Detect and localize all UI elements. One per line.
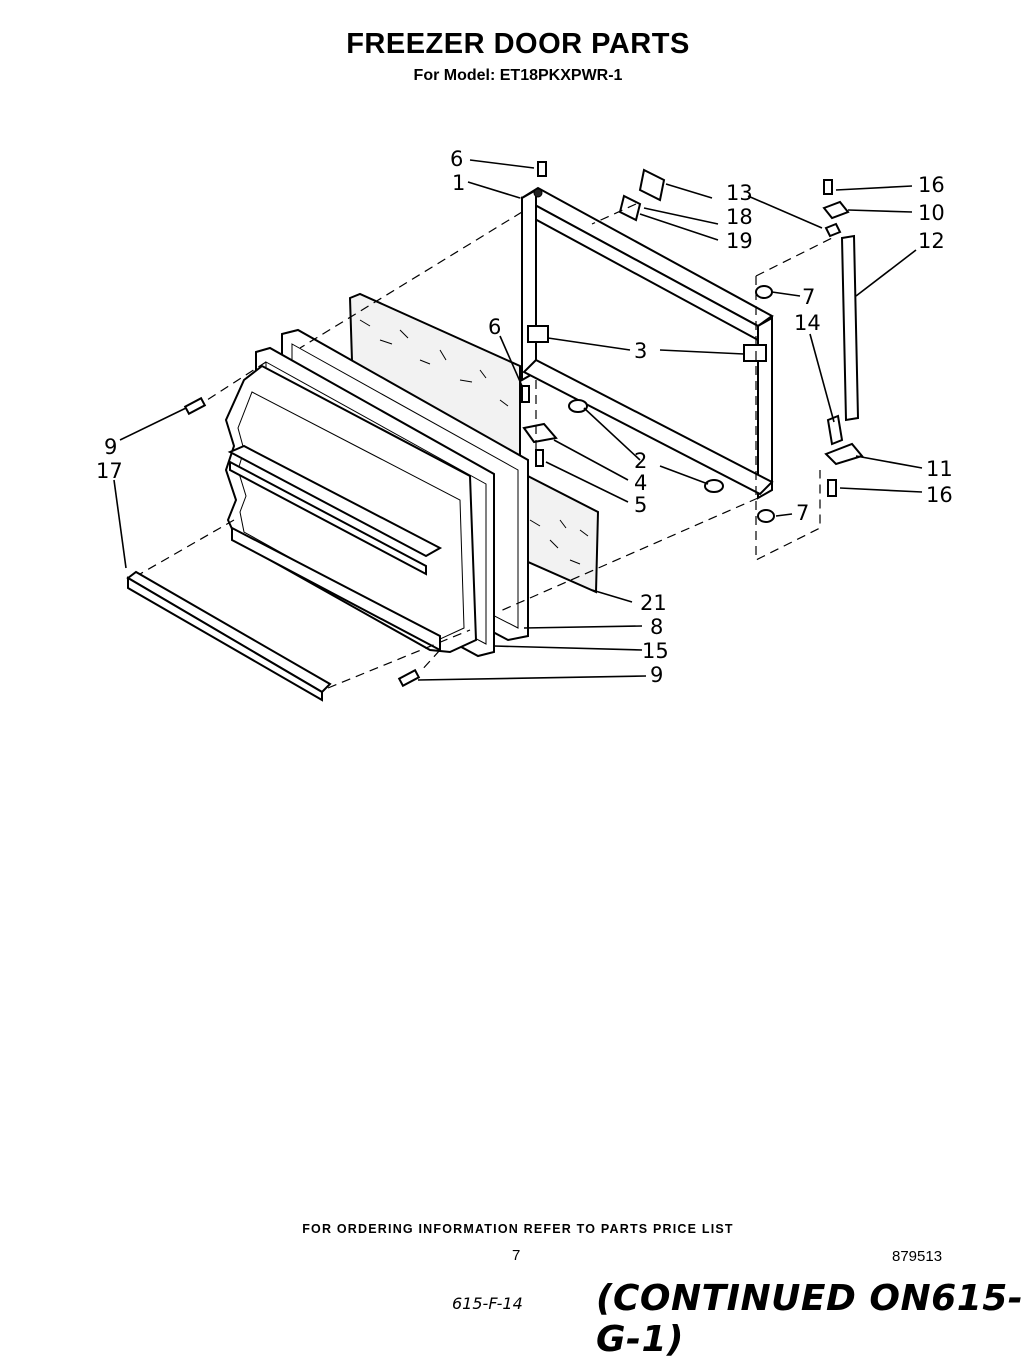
callout-12: 12 xyxy=(918,229,945,253)
callout-7: 7 xyxy=(796,501,809,525)
ordering-info-note: FOR ORDERING INFORMATION REFER TO PARTS … xyxy=(302,1222,734,1236)
right-hinge-hardware xyxy=(755,179,864,561)
callout-7: 7 xyxy=(802,285,815,309)
door-frame-assembly xyxy=(520,161,775,523)
model-subtitle: For Model: ET18PKXPWR-1 xyxy=(413,67,623,84)
callout-3: 3 xyxy=(634,339,647,363)
handwritten-reference: 615-F-14 xyxy=(452,1294,523,1313)
door-liner xyxy=(224,364,478,654)
door-shelf-bar xyxy=(126,570,332,702)
callout-8: 8 xyxy=(650,615,663,639)
callout-9: 9 xyxy=(104,435,117,459)
callout-labels: 6 1 13 18 19 16 10 12 7 14 6 3 2 4 5 11 … xyxy=(96,147,953,687)
callout-6: 6 xyxy=(488,315,501,339)
callout-11: 11 xyxy=(926,457,953,481)
exploded-parts-diagram: 6 1 13 18 19 16 10 12 7 14 6 3 2 4 5 11 … xyxy=(96,147,953,702)
callout-14: 14 xyxy=(794,311,821,335)
assembly-dashed-lines xyxy=(139,203,759,689)
screw-6-top xyxy=(537,161,547,177)
callout-13: 13 xyxy=(726,181,753,205)
screws-9 xyxy=(183,396,421,688)
callout-21: 21 xyxy=(640,591,667,615)
callout-18: 18 xyxy=(726,205,753,229)
page-number: 7 xyxy=(512,1247,521,1264)
callout-17: 17 xyxy=(96,459,123,483)
callout-2: 2 xyxy=(634,449,647,473)
callout-1: 1 xyxy=(452,171,465,195)
callout-16: 16 xyxy=(926,483,953,507)
callout-19: 19 xyxy=(726,229,753,253)
callout-10: 10 xyxy=(918,201,945,225)
continued-note: (CONTINUED ON615-G-1) xyxy=(596,1278,1024,1360)
callout-5: 5 xyxy=(634,493,647,517)
callout-15: 15 xyxy=(642,639,669,663)
callout-16: 16 xyxy=(918,173,945,197)
leader-lines xyxy=(113,159,923,681)
callout-4: 4 xyxy=(634,471,647,495)
callout-9: 9 xyxy=(650,663,663,687)
page-title: FREEZER DOOR PARTS xyxy=(346,28,690,60)
reference-number: 879513 xyxy=(892,1248,943,1265)
callout-6: 6 xyxy=(450,147,463,171)
